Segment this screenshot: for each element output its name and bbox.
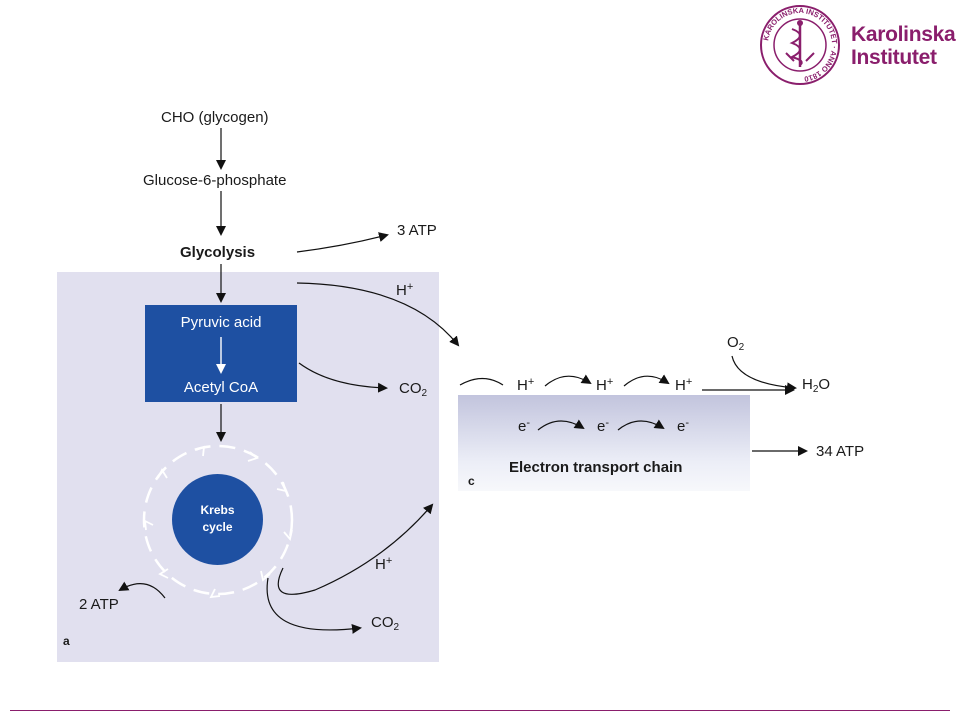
karolinska-seal-icon: KAROLINSKA INSTITUTET · ANNO 1810 [760,5,840,85]
arrow-e-2 [617,419,665,431]
label-atp-etc: 34 ATP [816,443,865,460]
panel-letter-a: a [63,634,70,648]
label-h-plus-etc-2: H+ [596,376,614,394]
arrow-h-1 [544,374,592,387]
panel-letter-c: c [468,474,475,488]
label-o2: O2 [727,334,745,353]
label-electron-2: e- [597,417,610,435]
footer-divider [10,710,950,711]
krebs-cycle-circle [172,474,263,565]
label-co2-krebs: CO2 [371,614,400,633]
label-h2o: H2O [802,376,831,395]
arrow-glycolysis-h-plus [296,282,460,347]
label-co2-acetyl: CO2 [399,380,428,399]
arrow-etc-in [459,377,504,386]
arrow-glycolysis-to-atp [296,232,389,253]
label-h-plus-etc-1: H+ [517,376,535,394]
karolinska-logo: KAROLINSKA INSTITUTET · ANNO 1810 Karoli… [758,3,958,87]
label-h-plus-glycolysis: H+ [396,281,414,299]
arrow-krebs-to-co2 [266,577,362,634]
arrow-krebs-h-plus [277,503,434,595]
label-atp-glycolysis: 3 ATP [397,222,437,239]
arrow-acetyl-to-co2 [298,362,388,393]
arrow-e-1 [537,419,585,431]
label-h-plus-etc-3: H+ [675,376,693,394]
arrow-h-2 [623,374,670,387]
label-atp-krebs: 2 ATP [79,596,119,613]
label-glycolysis: Glycolysis [180,244,256,261]
logo-text-line2: Institutet [851,46,937,69]
label-h-plus-krebs: H+ [375,555,393,573]
label-electron-1: e- [518,417,531,435]
label-cho-glycogen: CHO (glycogen) [161,109,269,126]
krebs-cycle-chevrons [143,445,293,599]
label-electron-3: e- [677,417,690,435]
krebs-line2: cycle [202,520,233,534]
arrow-o2-to-water [731,355,797,393]
label-krebs-cycle: Krebs cycle [172,502,263,536]
electron-transport-chain-box [458,395,750,491]
label-glucose-6-phosphate: Glucose-6-phosphate [143,172,287,189]
label-acetyl-coa: Acetyl CoA [183,379,259,396]
arrow-krebs-to-atp [118,581,166,599]
logo-text-line1: Karolinska [851,23,956,46]
label-electron-transport-chain: Electron transport chain [509,459,683,476]
label-pyruvic-acid: Pyruvic acid [180,314,262,331]
krebs-line1: Krebs [200,503,235,517]
